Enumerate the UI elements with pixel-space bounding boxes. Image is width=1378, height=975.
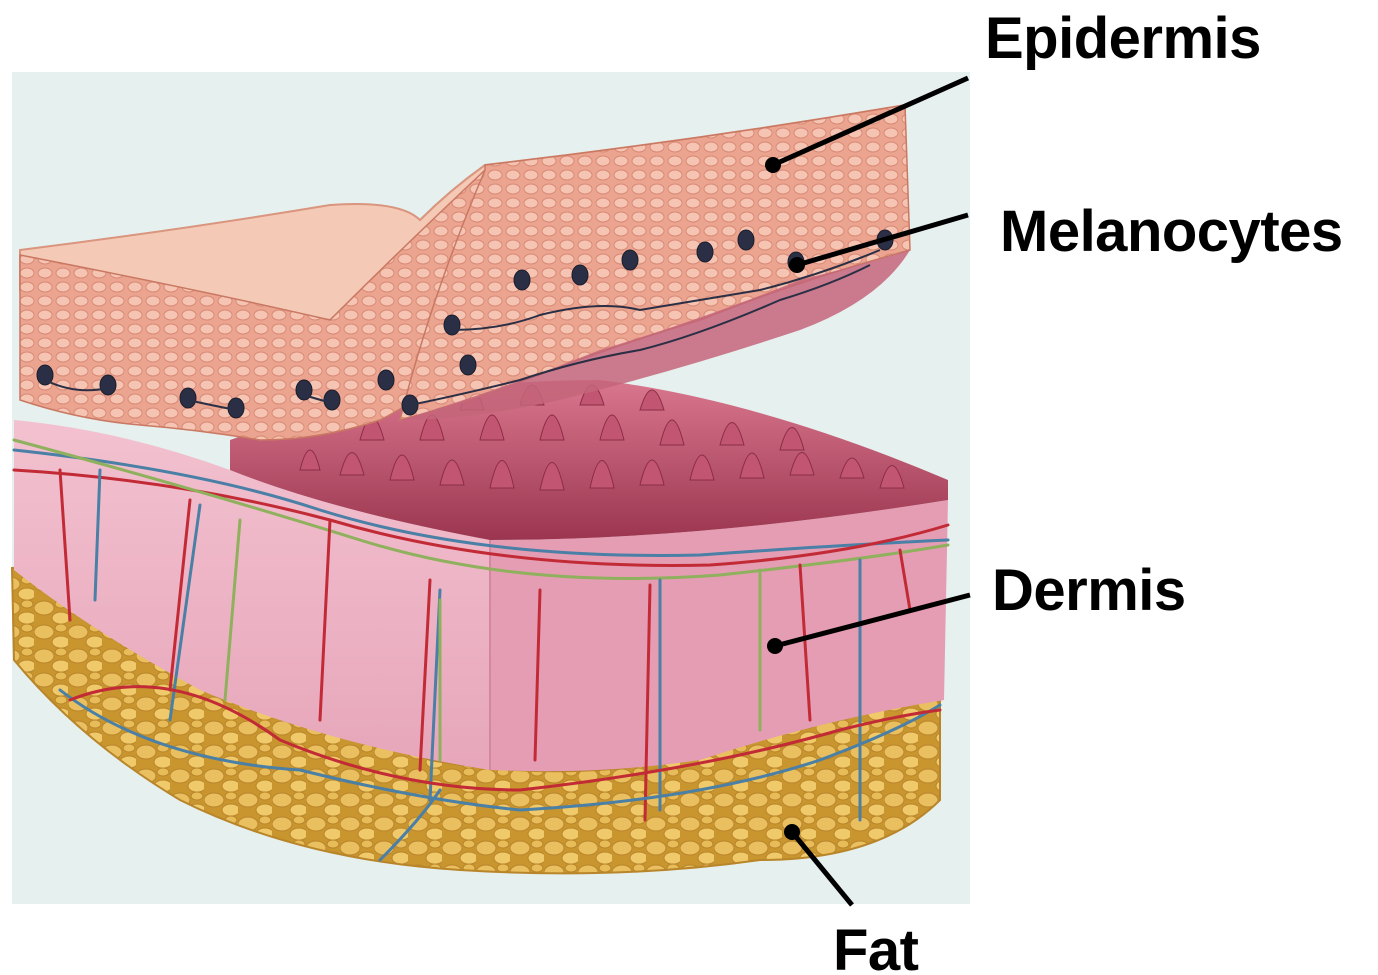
epidermis-label: Epidermis (985, 10, 1261, 68)
melanocytes-label: Melanocytes (1000, 203, 1343, 261)
fat-label: Fat (833, 922, 919, 975)
dermis-label: Dermis (992, 562, 1186, 620)
